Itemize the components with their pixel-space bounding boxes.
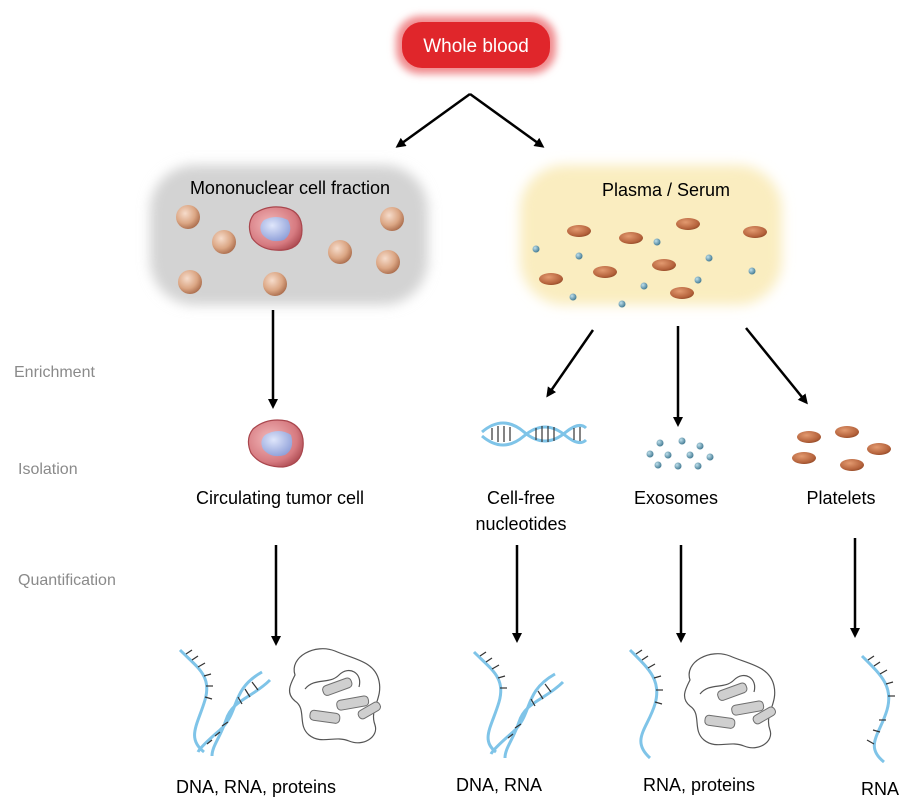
platelet-icon — [743, 226, 767, 238]
plasma-serum-box: Plasma / Serum — [520, 165, 782, 308]
plasma-box-bg — [520, 165, 782, 305]
cell-free-dna-icon — [481, 421, 588, 447]
dna-helix-icon — [489, 672, 565, 759]
platelet-icon — [676, 218, 700, 230]
platelets-label: Platelets — [806, 488, 875, 508]
lymphocyte-cells — [176, 205, 404, 296]
arrow-plasma-to-cfn — [546, 329, 595, 398]
whole-blood-pill — [402, 22, 550, 68]
platelets-output-label: RNA — [861, 779, 899, 799]
platelets-output-molecules — [860, 654, 895, 764]
cfn-label-line1: Cell-free — [487, 488, 555, 508]
tumor-cell-icon — [248, 206, 303, 251]
stage-label-quantification: Quantification — [18, 572, 116, 589]
dna-helix-icon — [196, 670, 272, 757]
protein-icon — [288, 648, 381, 744]
lymphocyte-icon — [178, 270, 202, 294]
mononuclear-label: Mononuclear cell fraction — [190, 178, 390, 198]
exosome-icon — [705, 254, 713, 262]
whole-blood-node: Whole blood — [396, 16, 556, 74]
cfn-output-label: DNA, RNA — [456, 775, 542, 795]
arrow-plasma-to-platelets — [745, 327, 808, 405]
exosome-icon — [532, 245, 540, 253]
rna-strand-icon — [628, 648, 663, 760]
lymphocyte-icon — [212, 230, 236, 254]
exosomes-output-molecules — [628, 648, 776, 760]
whole-blood-label: Whole blood — [423, 36, 529, 57]
plasma-platelets — [539, 218, 767, 299]
plasma-exosomes — [532, 238, 756, 308]
exosome-icon — [748, 267, 756, 275]
rna-strand-icon — [472, 650, 507, 754]
lymphocyte-icon — [380, 207, 404, 231]
exosomes-output-label: RNA, proteins — [643, 775, 755, 795]
ctc-output-label: DNA, RNA, proteins — [176, 777, 336, 797]
exosome-icon — [694, 276, 702, 284]
exosome-icon — [653, 238, 661, 246]
platelet-icon — [652, 259, 676, 271]
platelet-icon — [619, 232, 643, 244]
exosome-icon — [569, 293, 577, 301]
plasma-label: Plasma / Serum — [602, 180, 730, 200]
mononuclear-fraction-box: Mononuclear cell fraction — [150, 165, 428, 305]
stage-label-isolation: Isolation — [18, 461, 78, 478]
exosome-icon — [640, 282, 648, 290]
arrow-root-to-mononuclear — [395, 92, 471, 148]
platelets-icon — [792, 426, 891, 471]
protein-icon — [683, 653, 776, 749]
lymphocyte-icon — [376, 250, 400, 274]
ctc-icon — [247, 419, 304, 468]
exosomes-icon — [646, 437, 714, 470]
cfn-output-molecules — [472, 650, 565, 759]
exosome-icon — [618, 300, 626, 308]
stage-label-enrichment: Enrichment — [14, 364, 95, 381]
ctc-output-molecules — [178, 648, 381, 757]
exosomes-label: Exosomes — [634, 488, 718, 508]
lymphocyte-icon — [328, 240, 352, 264]
cfn-label-line2: nucleotides — [475, 514, 566, 534]
lymphocyte-icon — [176, 205, 200, 229]
lymphocyte-icon — [263, 272, 287, 296]
rna-strand-icon — [860, 654, 895, 764]
arrow-root-to-plasma — [469, 92, 545, 148]
platelet-icon — [593, 266, 617, 278]
rna-strand-icon — [178, 648, 213, 754]
platelet-icon — [567, 225, 591, 237]
ctc-label: Circulating tumor cell — [196, 488, 364, 508]
exosome-icon — [575, 252, 583, 260]
platelet-icon — [539, 273, 563, 285]
platelet-icon — [670, 287, 694, 299]
